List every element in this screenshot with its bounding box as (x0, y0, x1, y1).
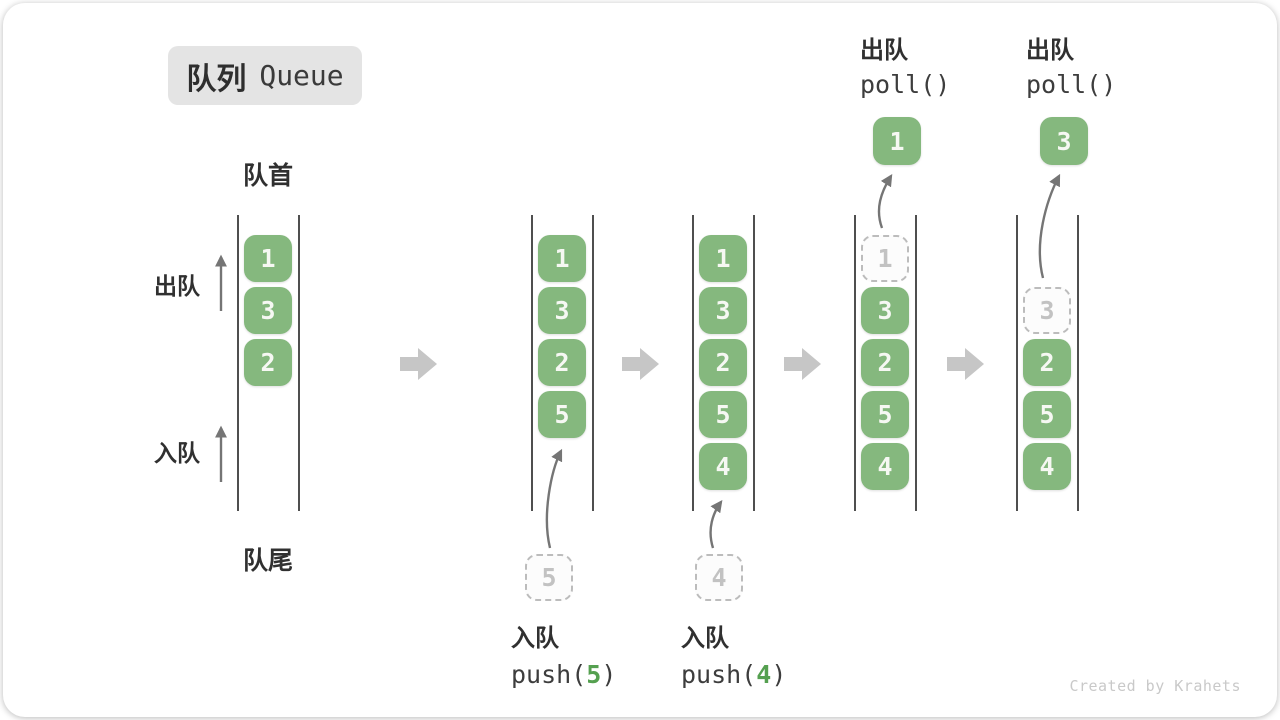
queue-rail (1077, 215, 1079, 511)
incoming-element-ghost: 5 (525, 554, 573, 601)
title-en: Queue (259, 59, 344, 92)
queue-cell: 5 (861, 391, 909, 438)
queue-cell: 5 (538, 391, 586, 438)
queue-cell: 5 (699, 391, 747, 438)
queue-cell: 2 (699, 339, 747, 386)
dequeued-element: 3 (1040, 117, 1088, 165)
queue-cell: 2 (1023, 339, 1071, 386)
operation-zh: 出队 (860, 37, 908, 64)
queue-diagram-card: 队列 Queue 队首 队尾 出队 入队 1 3 2 1 3 2 5 5 入队 … (3, 3, 1277, 717)
incoming-element-ghost: 4 (695, 554, 743, 601)
dequeue-operation-label: 出队 poll() (860, 30, 950, 99)
operation-code: poll() (1026, 70, 1117, 99)
queue-cell: 4 (699, 443, 747, 490)
removed-element-ghost: 3 (1023, 287, 1071, 334)
queue-rail (298, 215, 300, 511)
queue-rail (753, 215, 755, 511)
step-arrow-right-icon (784, 348, 821, 380)
queue-cell: 4 (861, 443, 909, 490)
queue-cell: 2 (861, 339, 909, 386)
queue-rail (237, 215, 239, 511)
step-arrow-right-icon (400, 348, 437, 380)
queue-rear-label: 队尾 (242, 547, 293, 575)
operation-code: poll() (860, 70, 951, 99)
push4-arrow-icon (709, 500, 723, 549)
title-zh: 队列 (186, 62, 247, 96)
code-text: ) (601, 660, 617, 689)
enqueue-operation-label: 入队 push(5) (511, 618, 616, 689)
queue-rail (531, 215, 533, 511)
queue-front-label: 队首 (242, 162, 293, 190)
queue-cell: 3 (861, 287, 909, 334)
enqueue-label: 入队 (154, 440, 200, 466)
poll3-arrow-icon (1038, 173, 1061, 279)
dequeued-element: 1 (873, 117, 921, 165)
operation-code: push(4) (681, 660, 786, 689)
code-text: push( (681, 660, 757, 689)
title-badge: 队列 Queue (168, 46, 362, 105)
enqueue-operation-label: 入队 push(4) (681, 618, 786, 689)
code-arg: 5 (586, 660, 602, 689)
queue-cell: 1 (699, 235, 747, 282)
queue-rail (854, 215, 856, 511)
queue-rail (915, 215, 917, 511)
step-arrow-right-icon (947, 348, 984, 380)
code-arg: 4 (756, 660, 772, 689)
queue-cell: 2 (538, 339, 586, 386)
queue-cell: 3 (699, 287, 747, 334)
queue-cell: 2 (244, 339, 292, 386)
code-text: push( (511, 660, 587, 689)
operation-code: push(5) (511, 660, 616, 689)
poll1-arrow-icon (877, 173, 893, 229)
queue-rail (1016, 215, 1018, 511)
operation-zh: 入队 (511, 625, 559, 652)
queue-cell: 3 (244, 287, 292, 334)
watermark: Created by Krahets (1069, 677, 1241, 695)
queue-cell: 1 (538, 235, 586, 282)
push5-arrow-icon (545, 448, 563, 549)
queue-cell: 3 (538, 287, 586, 334)
queue-cell: 4 (1023, 443, 1071, 490)
queue-cell: 5 (1023, 391, 1071, 438)
removed-element-ghost: 1 (861, 235, 909, 282)
operation-zh: 出队 (1026, 37, 1074, 64)
code-text: ) (771, 660, 787, 689)
dequeue-operation-label: 出队 poll() (1026, 30, 1116, 99)
queue-cell: 1 (244, 235, 292, 282)
arrows-layer (215, 173, 1061, 549)
dequeue-label: 出队 (154, 273, 200, 299)
queue-rail (592, 215, 594, 511)
operation-zh: 入队 (681, 625, 729, 652)
step-arrow-right-icon (622, 348, 659, 380)
queue-rail (692, 215, 694, 511)
